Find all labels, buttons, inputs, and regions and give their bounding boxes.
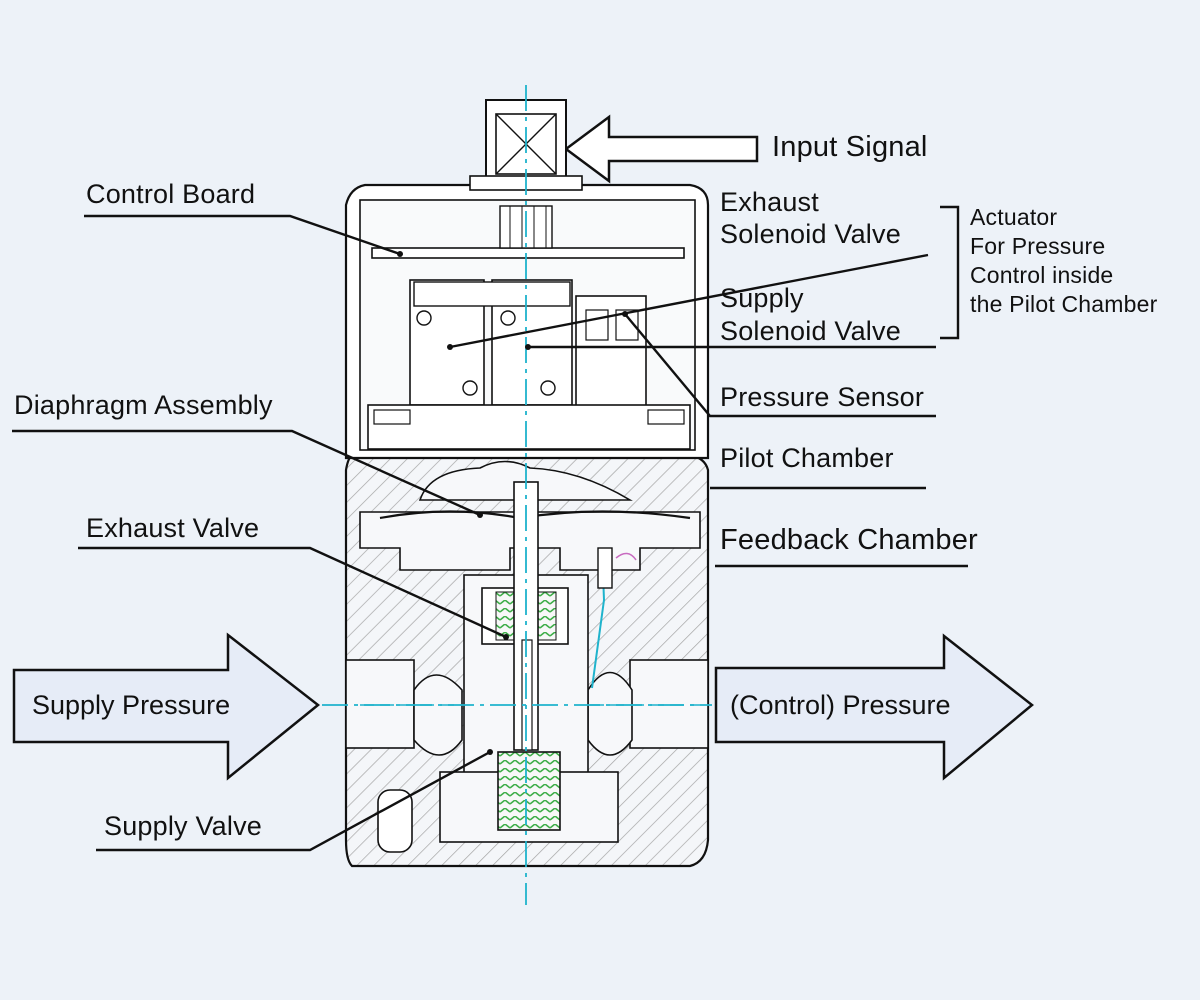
- upper-housing: [344, 99, 710, 460]
- supply-pressure-arrow: [12, 632, 321, 781]
- regulator-body: [344, 453, 710, 868]
- label-pressure-sensor: Pressure Sensor: [720, 382, 925, 412]
- label-actuator-line2: For Pressure: [970, 233, 1106, 259]
- label-actuator-line1: Actuator: [970, 204, 1058, 230]
- leader-dots: [397, 251, 628, 755]
- label-pilot-chamber: Pilot Chamber: [720, 443, 894, 473]
- label-exhaust-solenoid-line2: Solenoid Valve: [720, 219, 901, 249]
- label-feedback-chamber: Feedback Chamber: [720, 524, 978, 556]
- label-supply-solenoid-line1: Supply: [720, 283, 804, 313]
- centerlines: [322, 85, 712, 905]
- control-pressure-arrow: [714, 633, 1034, 781]
- label-supply-solenoid-line2: Solenoid Valve: [720, 316, 901, 346]
- label-supply-valve: Supply Valve: [104, 811, 262, 841]
- leader-lines: [12, 205, 968, 852]
- label-input-signal: Input Signal: [772, 131, 928, 163]
- label-supply-pressure: Supply Pressure: [32, 690, 231, 720]
- label-actuator-line4: the Pilot Chamber: [970, 291, 1158, 317]
- label-control-board: Control Board: [86, 179, 256, 209]
- input-signal-arrow: [563, 114, 759, 184]
- label-diaphragm-assembly: Diaphragm Assembly: [14, 390, 273, 420]
- label-exhaust-solenoid-line1: Exhaust: [720, 187, 819, 217]
- label-control-pressure: (Control) Pressure: [730, 690, 951, 720]
- label-actuator-line3: Control inside: [970, 262, 1114, 288]
- label-exhaust-valve: Exhaust Valve: [86, 513, 260, 543]
